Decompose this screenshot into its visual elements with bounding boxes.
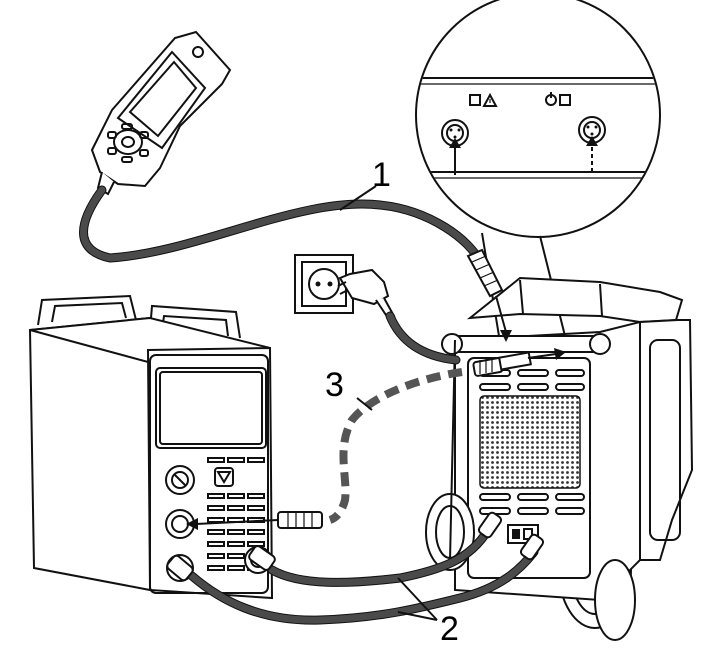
welding-power-source-icon bbox=[28, 294, 274, 600]
remote-control-icon bbox=[90, 30, 232, 196]
connector-socket-icon bbox=[441, 119, 469, 175]
warning-triangle-icon bbox=[482, 92, 498, 107]
cooling-unit-trolley-icon bbox=[425, 276, 694, 641]
connector-plug bbox=[466, 248, 512, 342]
callout-label-2: 2 bbox=[440, 610, 459, 648]
connector-plug bbox=[472, 348, 566, 377]
connector-socket-icon bbox=[578, 116, 606, 175]
connector-plug bbox=[186, 511, 323, 530]
magnifier-detail-icon bbox=[415, 0, 661, 238]
callout-label-1: 1 bbox=[372, 156, 391, 194]
callout-label-3: 3 bbox=[325, 366, 344, 404]
